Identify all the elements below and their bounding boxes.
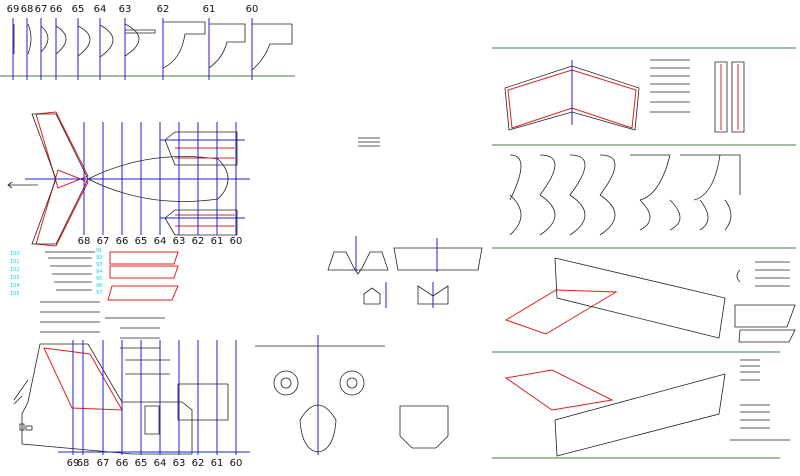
rib-label-91: 91 xyxy=(96,248,102,254)
rib-label-103: 103 xyxy=(10,275,20,281)
station-label-60: 60 xyxy=(230,236,243,247)
side-view xyxy=(13,343,250,455)
station-label-68: 68 xyxy=(77,458,90,469)
station-label-68: 68 xyxy=(21,4,34,15)
station-label-67: 67 xyxy=(97,458,110,469)
station-label-61: 61 xyxy=(211,458,224,469)
rib-label-94: 94 xyxy=(96,269,102,275)
station-label-65: 65 xyxy=(135,236,148,247)
station-label-67: 67 xyxy=(35,4,48,15)
rib-label-93: 93 xyxy=(96,262,102,268)
station-label-66: 66 xyxy=(116,458,129,469)
rib-label-104: 104 xyxy=(10,283,20,289)
station-label-63: 63 xyxy=(173,236,186,247)
station-label-65: 65 xyxy=(72,4,85,15)
station-label-67: 67 xyxy=(97,236,110,247)
station-label-69: 69 xyxy=(7,4,20,15)
rib-label-101: 101 xyxy=(10,259,20,265)
station-label-62: 62 xyxy=(192,458,205,469)
station-label-63: 63 xyxy=(173,458,186,469)
station-label-63: 63 xyxy=(119,4,132,15)
rib-label-105: 105 xyxy=(10,291,20,297)
station-label-61: 61 xyxy=(203,4,216,15)
rib-label-102: 102 xyxy=(10,267,20,273)
station-label-64: 64 xyxy=(154,236,167,247)
sheet-separators xyxy=(0,47,796,459)
right-panels xyxy=(504,59,796,457)
rib-label-92: 92 xyxy=(96,255,102,261)
station-lines xyxy=(12,18,253,455)
front-view xyxy=(255,335,449,455)
rib-label-96: 96 xyxy=(96,283,102,289)
station-label-62: 62 xyxy=(157,4,170,15)
rib-label-95: 95 xyxy=(96,276,102,282)
plan-view xyxy=(7,111,250,247)
station-label-60: 60 xyxy=(230,458,243,469)
rib-label-97: 97 xyxy=(96,290,102,296)
bulkheads xyxy=(327,137,483,308)
station-label-62: 62 xyxy=(192,236,205,247)
station-label-60: 60 xyxy=(246,4,259,15)
station-label-61: 61 xyxy=(211,236,224,247)
rib-label-100: 100 xyxy=(10,251,20,257)
station-label-64: 64 xyxy=(154,458,167,469)
station-label-68: 68 xyxy=(78,236,91,247)
station-label-64: 64 xyxy=(94,4,107,15)
station-label-66: 66 xyxy=(116,236,129,247)
parts-lists xyxy=(40,251,179,375)
station-label-69: 69 xyxy=(67,458,80,469)
station-label-66: 66 xyxy=(50,4,63,15)
fuselage-frames-row xyxy=(13,21,293,71)
station-label-65: 65 xyxy=(135,458,148,469)
